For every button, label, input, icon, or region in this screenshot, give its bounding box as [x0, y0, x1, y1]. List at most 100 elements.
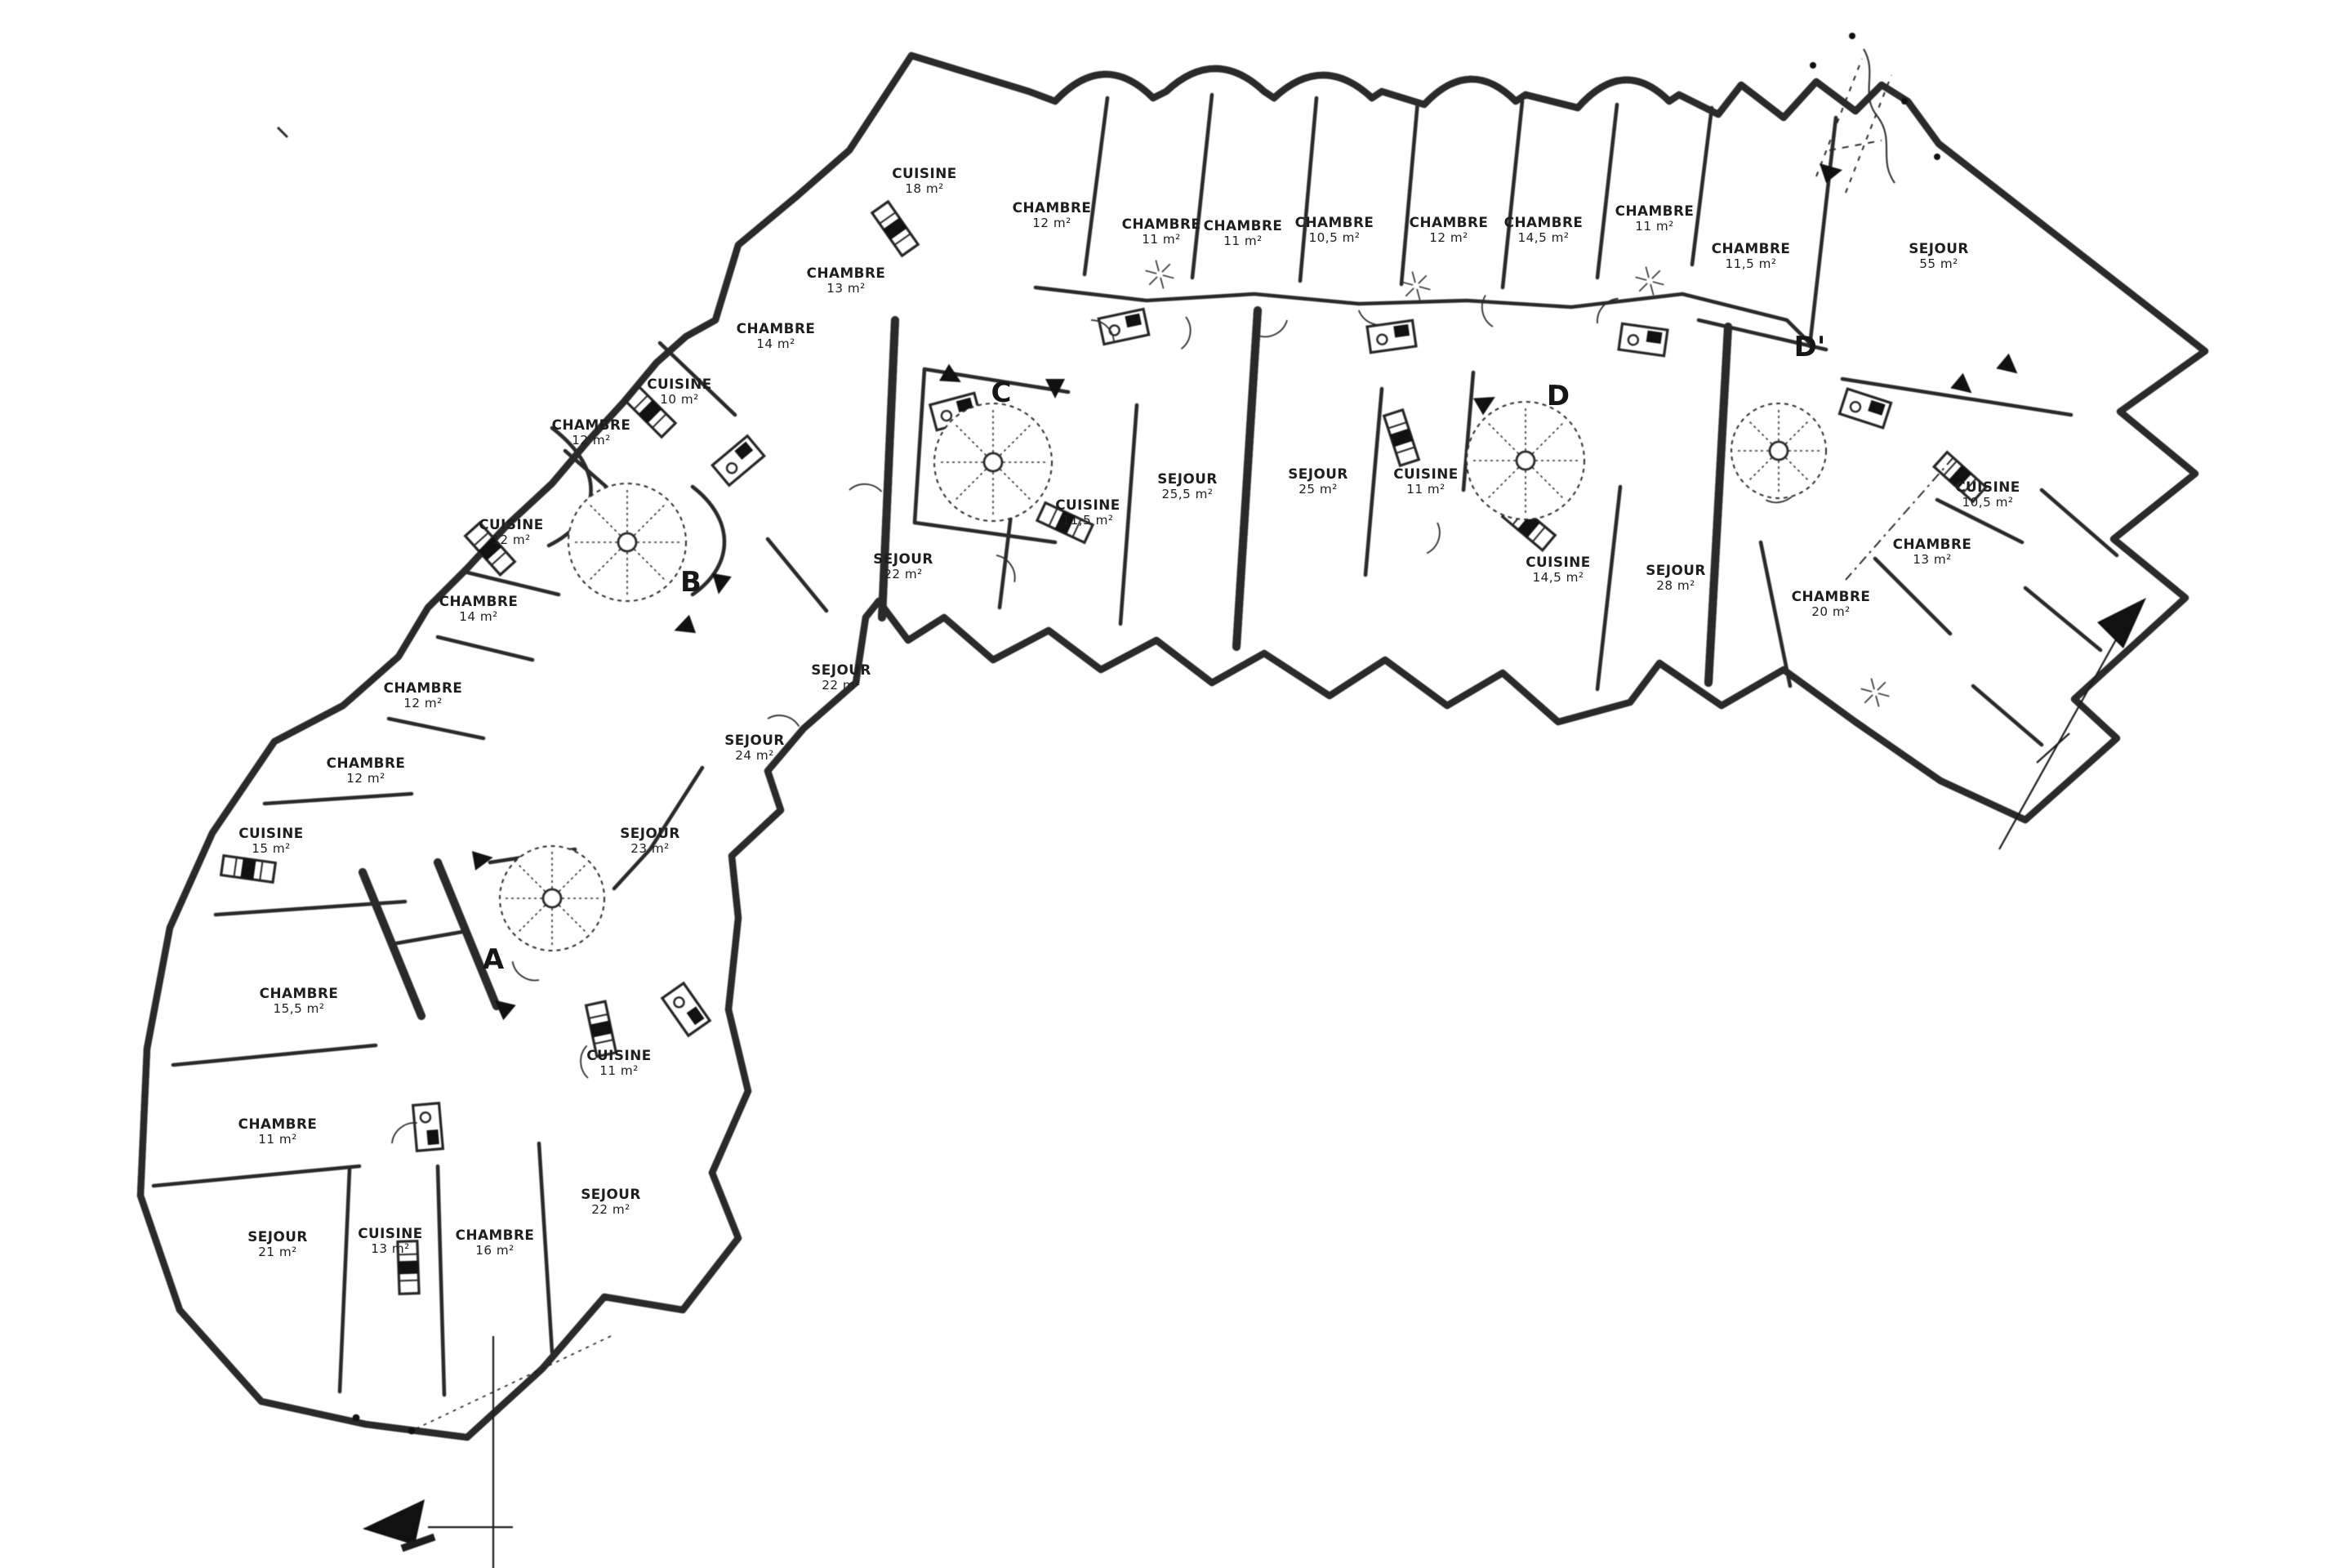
- door-wedge-icon: [471, 851, 493, 871]
- small-arrow-icon: [1820, 163, 1842, 183]
- bathroom-fixtures-icon: [1097, 307, 1151, 346]
- door-wedge-icon: [1045, 379, 1065, 399]
- bathroom-fixtures-icon: [1617, 322, 1669, 358]
- section-marker-bottom: [363, 1335, 612, 1568]
- kitchen-counter-icon: [396, 1239, 421, 1296]
- door-swing-icon: [1357, 310, 1389, 326]
- plant-icon: [1860, 678, 1890, 707]
- construction-lines: [277, 33, 1940, 194]
- door-swing-icon: [511, 961, 540, 982]
- door-swing-icon: [1481, 294, 1494, 327]
- door-wedge-icon: [1473, 397, 1495, 416]
- plant-icon: [1635, 266, 1664, 296]
- bathroom-fixtures-icon: [1838, 387, 1893, 430]
- spiral-staircases: [499, 401, 1827, 951]
- door-wedge-icon: [1950, 372, 1972, 394]
- spiral-staircase-icon: [499, 845, 605, 951]
- kitchen-counter-icon: [463, 520, 517, 577]
- plan-decorations: [219, 199, 2018, 1435]
- kitchen-counter-icon: [584, 1000, 618, 1058]
- spiral-staircase-icon: [933, 403, 1053, 522]
- bathroom-fixtures-icon: [1365, 318, 1418, 354]
- door-wedge-icon: [712, 572, 732, 595]
- door-swing-icon: [849, 483, 883, 492]
- bathroom-fixtures-icon: [660, 981, 712, 1038]
- building-walls: [136, 51, 2209, 1441]
- section-marker-right: [1845, 457, 2146, 850]
- kitchen-counter-icon: [1382, 408, 1421, 468]
- unit-letter: D': [1794, 331, 1826, 363]
- kitchen-counter-icon: [1931, 450, 1989, 504]
- unit-letter: A: [483, 943, 505, 976]
- spiral-staircase-icon: [1731, 403, 1827, 499]
- door-wedge-icon: [939, 363, 961, 382]
- bathroom-fixtures-icon: [710, 434, 766, 488]
- door-swing-icon: [391, 1122, 417, 1144]
- door-swing-icon: [1180, 316, 1192, 350]
- door-wedge-icon: [494, 1000, 516, 1021]
- section-arrow-icon: [2097, 598, 2146, 648]
- kitchen-counter-icon: [870, 199, 920, 258]
- door-swing-icon: [1258, 319, 1288, 338]
- column-dot-icon: [352, 1414, 360, 1422]
- door-swing-icon: [767, 715, 800, 728]
- plant-icon: [1145, 260, 1174, 289]
- kitchen-counter-icon: [219, 853, 278, 884]
- door-wedge-icon: [1996, 353, 2018, 374]
- unit-letter: C: [991, 376, 1012, 409]
- spiral-staircase-icon: [1466, 401, 1585, 520]
- plant-icon: [1401, 271, 1431, 301]
- column-dot-icon: [408, 1427, 416, 1435]
- door-swing-icon: [580, 1045, 589, 1079]
- kitchen-counter-icon: [1035, 501, 1095, 545]
- spiral-staircase-icon: [568, 483, 687, 602]
- interior-walls: [151, 92, 2119, 1397]
- door-swing-icon: [1090, 319, 1115, 344]
- unit-letter: B: [680, 566, 702, 599]
- bathroom-fixtures-icon: [411, 1101, 445, 1153]
- kitchen-counter-icon: [622, 384, 678, 439]
- door-swing-icon: [1426, 522, 1441, 555]
